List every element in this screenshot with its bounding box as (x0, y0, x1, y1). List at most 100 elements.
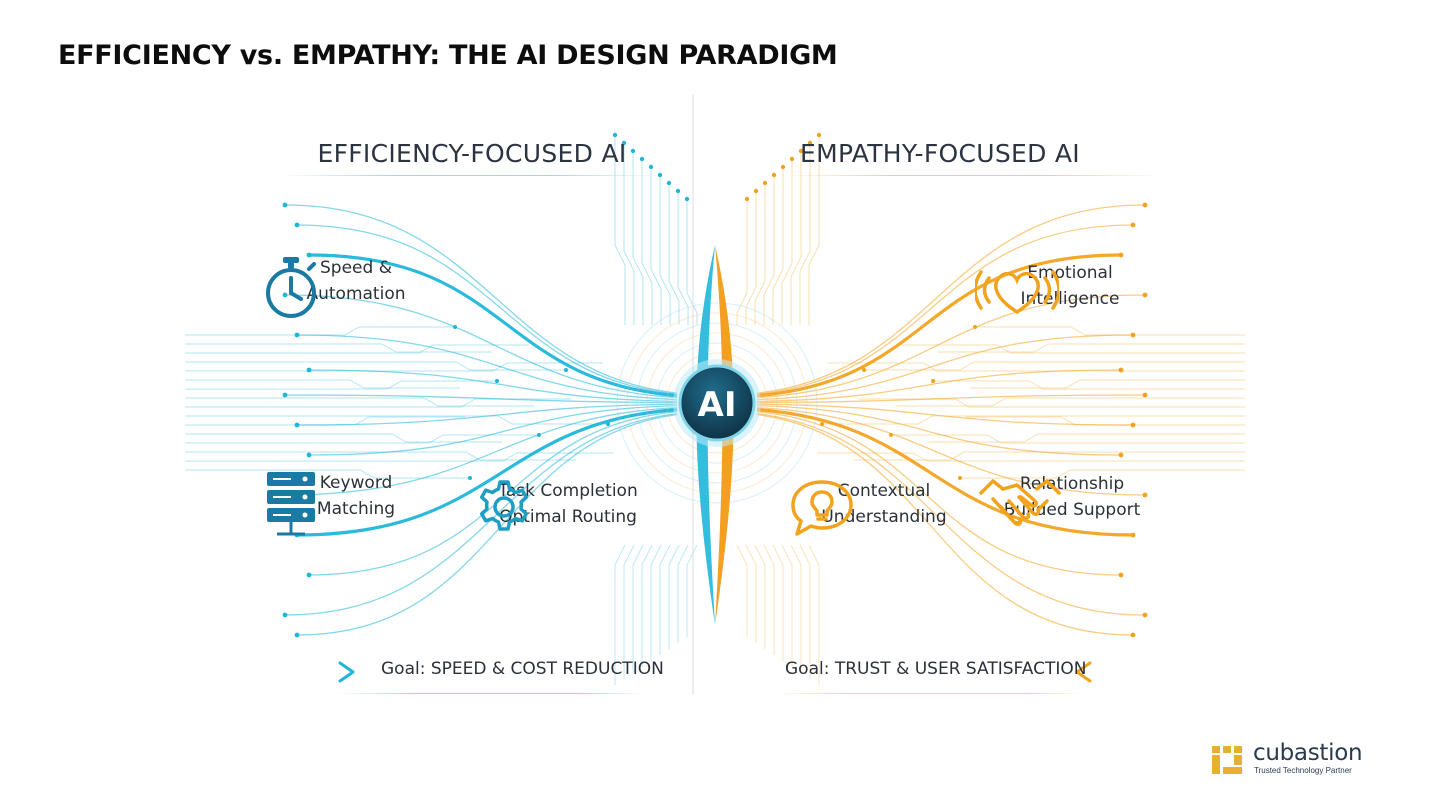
ai-core (678, 364, 756, 442)
ai-core-label: AI (698, 385, 737, 425)
circuit-trace (296, 413, 678, 636)
circuit-node (753, 188, 759, 194)
cubastion-logo: cubastion Trusted Technology Partner (1210, 740, 1380, 782)
circuit-trace (185, 469, 470, 479)
circuit-node (862, 368, 866, 372)
circuit-trace (938, 343, 1245, 353)
circuit-trace (284, 406, 678, 496)
circuit-trace (284, 204, 678, 394)
feature-line1: Task Completion (498, 481, 638, 501)
circuit-trace (677, 191, 689, 325)
circuit-node (1118, 367, 1124, 373)
circuit-trace (677, 544, 689, 643)
circuit-node (306, 452, 312, 458)
circuit-trace (686, 199, 698, 325)
circuit-node (666, 180, 672, 186)
circuit-node (1130, 332, 1136, 338)
circuit-node (282, 292, 288, 298)
feature-line2: Matching (316, 499, 396, 519)
feature-line2: Optimal Routing (499, 507, 637, 527)
circuit-node (630, 148, 636, 154)
efficiency-goal-rule (335, 693, 645, 694)
circuit-trace (659, 175, 671, 325)
circuit-trace (896, 397, 1245, 407)
circuit-node (820, 422, 824, 426)
ai-paradigm-diagram: AI EFFICIENCY-FOCUSED AI EMPATHY-FOCUSED… (185, 95, 1245, 725)
efficiency-goal: Goal: SPEED & COST REDUCTION (381, 659, 664, 679)
circuit-node (1130, 222, 1136, 228)
circuit-trace (185, 451, 576, 461)
feature-line1: Relationship (1019, 474, 1125, 494)
circuit-trace (763, 175, 775, 325)
circuit-node (306, 252, 312, 258)
circuit-node (973, 325, 977, 329)
circuit-trace (854, 451, 1245, 461)
empathy-heading-rule (780, 175, 1160, 176)
empathy-heading: EMPATHY-FOCUSED AI (800, 139, 1080, 168)
circuit-trace (185, 433, 502, 443)
circuit-trace (822, 415, 1245, 425)
circuit-trace (756, 406, 1146, 496)
circuit-node (744, 196, 750, 202)
circuit-trace (284, 412, 678, 616)
circuit-trace (185, 380, 497, 390)
circuit-node (1118, 572, 1124, 578)
brand-name: cubastion (1253, 740, 1363, 766)
circuit-node (798, 148, 804, 154)
circuit-trace (185, 361, 566, 371)
circuit-node (1142, 392, 1148, 398)
circuit-node (306, 572, 312, 578)
circuit-node (816, 132, 822, 138)
circuit-node (621, 140, 627, 146)
circuit-trace (756, 294, 1146, 399)
circuit-node (807, 140, 813, 146)
feature-line2: Automation (306, 284, 406, 304)
center-ring (646, 332, 788, 474)
circuit-node (1130, 422, 1136, 428)
circuit-trace (185, 397, 534, 407)
circuit-trace (772, 167, 784, 325)
efficiency-heading-rule (282, 175, 662, 176)
center-ring (666, 352, 768, 454)
circuit-trace (781, 544, 793, 667)
circuit-trace (790, 151, 802, 325)
circuit-node (648, 164, 654, 170)
circuit-trace (901, 344, 1245, 354)
circuit-trace (970, 379, 1245, 389)
circuit-trace (614, 135, 626, 325)
circuit-node (1130, 532, 1136, 538)
circuit-trace (614, 544, 626, 685)
brand-tagline: Trusted Technology Partner (1254, 766, 1352, 775)
circuit-node (1142, 202, 1148, 208)
circuit-node (1130, 632, 1136, 638)
circuit-trace (859, 398, 1245, 408)
circuit-trace (641, 159, 653, 325)
circuit-trace (296, 408, 678, 537)
circuit-trace (965, 416, 1245, 426)
circuit-node (453, 325, 457, 329)
circuit-trace (185, 434, 539, 444)
circuit-trace (185, 362, 603, 372)
circuit-node (1118, 252, 1124, 258)
circuit-trace (808, 544, 820, 685)
circuit-trace (756, 413, 1134, 636)
circuit-trace (284, 294, 678, 399)
circuit-node (889, 433, 893, 437)
circuit-node (294, 332, 300, 338)
center-ring (626, 312, 808, 494)
circuit-node (612, 132, 618, 138)
circuit-trace (745, 544, 757, 643)
circuit-trace (296, 334, 678, 401)
circuit-node (1142, 292, 1148, 298)
empathy-circuit-traces (736, 132, 1245, 685)
circuit-trace (641, 544, 653, 667)
feature-contextual-understanding: Contextual Understanding (789, 478, 979, 536)
circuit-trace (864, 361, 1245, 371)
feature-line1: Speed & (320, 258, 392, 278)
circuit-trace (756, 404, 1122, 456)
circuit-trace (185, 416, 465, 426)
center-ring (656, 342, 778, 464)
circuit-trace (756, 412, 1146, 616)
circuit-node (282, 392, 288, 398)
circuit-trace (296, 224, 678, 395)
